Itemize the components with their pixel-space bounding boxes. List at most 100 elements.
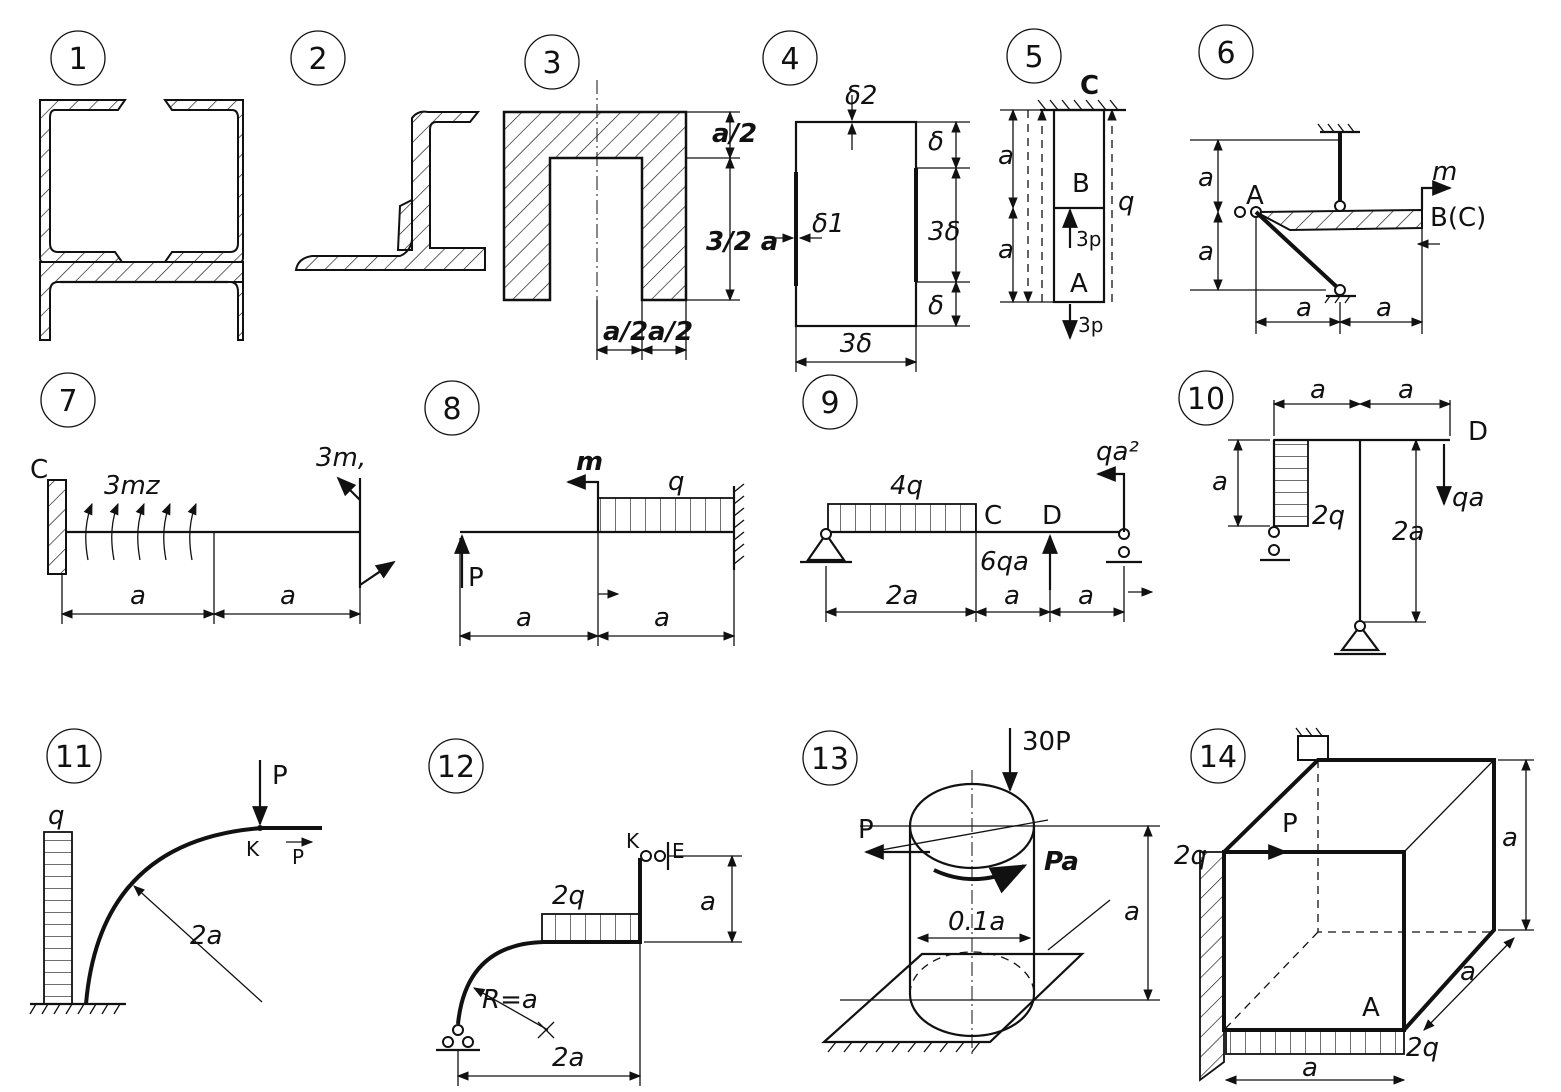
- problem-7: 7 C 3mz 3m, a a: [30, 372, 396, 624]
- load-label: 2q: [1312, 501, 1345, 531]
- point-k-label: K: [626, 829, 640, 853]
- dim-bottom-left: a: [1296, 293, 1312, 323]
- problem-number: 7: [58, 384, 77, 419]
- end-moment-label: qa²: [1096, 437, 1139, 467]
- dim-right-top: δ: [928, 127, 944, 157]
- problem-number-circle: [428, 738, 484, 794]
- angle-channel-section-shape: [294, 110, 486, 271]
- load-label: 4q: [890, 471, 923, 501]
- bar-body: [1052, 108, 1106, 304]
- problem-13: 13 30P P Pa 0.1a a: [802, 727, 1160, 1056]
- force-label: P: [1282, 809, 1298, 839]
- dim-left-height: a: [1212, 467, 1228, 497]
- problem-9: 9 4q C D qa² 6qa 2a a a: [800, 374, 1154, 622]
- distributed-moment-label: 3mz: [104, 471, 161, 501]
- problem-number-circle: [1178, 370, 1234, 426]
- dim-bottom-right: a: [1376, 293, 1392, 323]
- load-label: q: [1118, 187, 1135, 217]
- pin-support-left: [805, 532, 847, 562]
- problem-number-circle: [1190, 728, 1246, 784]
- u-section-shape: [502, 110, 688, 302]
- height-label: a: [1124, 897, 1140, 927]
- dim-bottom-left-label: a/2: [603, 317, 648, 347]
- span3-label: a: [1078, 581, 1094, 611]
- problem-number-circle: [46, 728, 102, 784]
- problem-number: 11: [55, 740, 93, 775]
- problem-2: 2: [290, 30, 486, 271]
- point-a-label: A: [1362, 993, 1380, 1023]
- dim-top-right: a: [1398, 375, 1414, 405]
- problem-number: 10: [1187, 382, 1225, 417]
- rigid-beam: [1255, 208, 1423, 232]
- problem-1: 1: [39, 30, 244, 341]
- problem-number-circle: [802, 374, 858, 430]
- mid-force-label: 3p: [1076, 227, 1101, 251]
- point-k-label: K: [246, 837, 260, 861]
- wall-left: [1199, 851, 1225, 1082]
- distributed-moment-arrows: [83, 502, 197, 561]
- problem-6: 6 A B(C) m a a a a: [1190, 24, 1486, 334]
- load-bottom-label: 2q: [1406, 1033, 1439, 1063]
- distributed-load: [541, 913, 641, 943]
- problem-number: 1: [68, 42, 87, 77]
- problem-number-circle: [290, 30, 346, 86]
- problem-number: 3: [542, 46, 561, 81]
- problem-number: 4: [780, 42, 799, 77]
- diagonal-strut: [1254, 210, 1340, 290]
- problem-number-circle: [762, 30, 818, 86]
- ground-plane: [821, 952, 1085, 1044]
- dim-left-top: a: [998, 141, 1014, 171]
- torque-label: Pa: [1044, 847, 1079, 877]
- radius-label: 2a: [190, 921, 222, 951]
- problem-number-circle: [1006, 28, 1062, 84]
- span-right: a: [654, 603, 670, 633]
- moment-label: m: [576, 447, 603, 477]
- dim-left-bottom: a: [998, 235, 1014, 265]
- end-moment-label: 3m,: [316, 443, 366, 473]
- point-e-label: E: [672, 839, 685, 863]
- channel-section-shape: [39, 99, 244, 341]
- dim-right-mid: 3δ: [928, 217, 960, 247]
- problem-number-circle: [50, 30, 106, 86]
- problem-11: 11 q P K P 2a: [29, 728, 322, 1015]
- problem-number: 12: [437, 750, 475, 785]
- problem-number: 2: [308, 42, 327, 77]
- problem-number-circle: [40, 372, 96, 428]
- section-b-label: B: [1072, 169, 1090, 199]
- distributed-load-bottom: [1225, 1029, 1405, 1055]
- span-right: a: [280, 581, 296, 611]
- point-c-label: C: [984, 501, 1002, 531]
- problem-number-circle: [1198, 24, 1254, 80]
- dim-left-top: a: [1198, 163, 1214, 193]
- load-label: q: [48, 801, 65, 831]
- dim-bottom-right-label: a/2: [648, 317, 693, 347]
- span1-label: 2a: [886, 581, 918, 611]
- dim-right-bottom: δ: [928, 291, 944, 321]
- support-label: C: [30, 455, 48, 485]
- problem-number-circle: [424, 380, 480, 436]
- distributed-load: [597, 497, 735, 533]
- point-b-label: B(C): [1430, 203, 1486, 233]
- problem-number-circle: [802, 730, 858, 786]
- force-down-label: P: [272, 761, 288, 791]
- dim-bottom: 3δ: [840, 329, 872, 359]
- problem-8: 8 q m P a a: [424, 380, 745, 646]
- problem-number: 8: [442, 392, 461, 427]
- problem-number: 5: [1024, 40, 1043, 75]
- problem-number: 6: [1216, 36, 1235, 71]
- point-d-label: D: [1042, 501, 1062, 531]
- height-label: a: [1502, 823, 1518, 853]
- span-left: a: [516, 603, 532, 633]
- pin-support-bottom: [1339, 624, 1381, 652]
- load-label: 2q: [552, 881, 585, 911]
- lateral-force-label: P: [858, 815, 874, 845]
- dim-height: 2a: [1392, 517, 1424, 547]
- distributed-load: [1273, 439, 1309, 527]
- point-a-label: A: [1246, 181, 1264, 211]
- delta2-label: δ2: [845, 81, 877, 111]
- force-label: 6qa: [980, 547, 1029, 577]
- support-label: C: [1080, 71, 1099, 101]
- section-a-label: A: [1070, 269, 1088, 299]
- span-left: a: [130, 581, 146, 611]
- force-label: P: [468, 563, 484, 593]
